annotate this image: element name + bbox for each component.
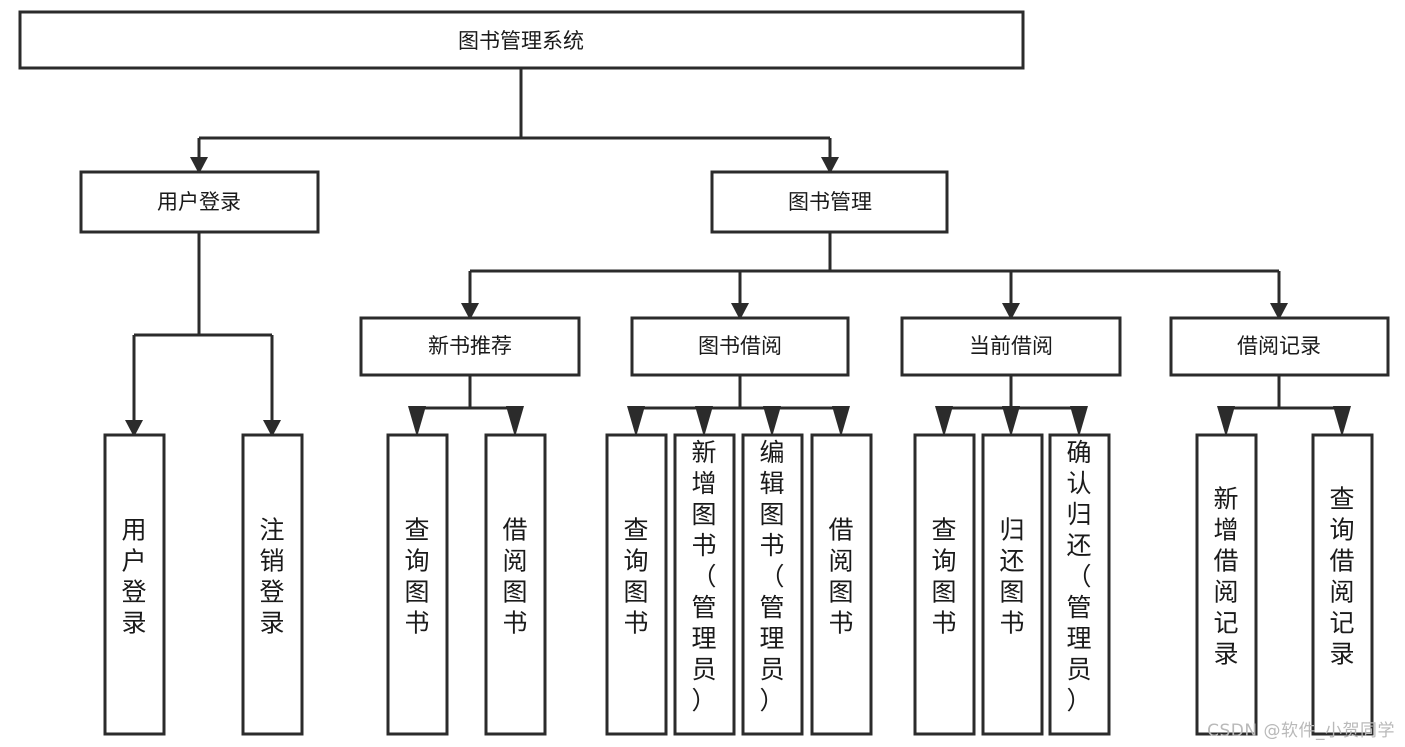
node-leaf-add-record-label: 新增借阅记录: [1213, 485, 1238, 669]
node-current-borrow-label: 当前借阅: [969, 334, 1053, 358]
node-leaf-query-record[interactable]: 查询借阅记录: [1311, 433, 1374, 736]
arrow-borrow-record-to-leaf-query-record: [1333, 406, 1351, 437]
node-user-login-box[interactable]: [79, 170, 320, 234]
node-leaf-query-book-2-label: 查询图书: [623, 516, 648, 638]
arrow-book-borrow-to-leaf-query-book: [627, 406, 645, 437]
node-leaf-logout-box[interactable]: [241, 433, 304, 736]
arrow-user-login-to-leaf-user-login: [125, 420, 143, 437]
node-root-label: 图书管理系统: [458, 29, 584, 53]
node-book-borrow[interactable]: 图书借阅: [630, 316, 850, 377]
node-borrow-record[interactable]: 借阅记录: [1169, 316, 1390, 377]
node-leaf-borrow-book-2-label: 借阅图书: [828, 516, 853, 638]
arrow-book-borrow-to-leaf-add-book: [695, 406, 713, 437]
node-leaf-edit-book-label: 编辑图书（管理员）: [759, 438, 784, 715]
node-leaf-confirm-return-box[interactable]: [1048, 433, 1111, 736]
node-book-mgmt-box[interactable]: [710, 170, 949, 234]
node-leaf-logout[interactable]: 注销登录: [241, 433, 304, 736]
node-leaf-add-record[interactable]: 新增借阅记录: [1195, 433, 1258, 736]
arrow-book-mgmt-to-current-borrow: [1002, 303, 1020, 320]
node-leaf-add-book-box[interactable]: [673, 433, 736, 736]
node-current-borrow[interactable]: 当前借阅: [900, 316, 1122, 377]
node-leaf-query-book-1-label: 查询图书: [404, 516, 429, 638]
node-borrow-record-label: 借阅记录: [1237, 334, 1321, 358]
node-book-mgmt[interactable]: 图书管理: [710, 170, 949, 234]
node-borrow-record-box[interactable]: [1169, 316, 1390, 377]
node-new-book-rec-box[interactable]: [359, 316, 581, 377]
node-leaf-borrow-book-2[interactable]: 借阅图书: [810, 433, 873, 736]
connector-root-bus: [197, 68, 832, 159]
arrow-root-to-book-mgmt: [821, 157, 839, 174]
arrow-current-borrow-to-leaf-query-book: [935, 406, 953, 437]
arrow-new-book-rec-to-leaf-borrow-book: [506, 406, 524, 437]
csdn-watermark: CSDN @软件_小贺同学: [1207, 721, 1395, 741]
node-leaf-edit-book-box[interactable]: [741, 433, 804, 736]
arrow-current-borrow-to-leaf-confirm-return: [1070, 406, 1088, 437]
node-leaf-return-book[interactable]: 归还图书: [981, 433, 1044, 736]
connector-book-mgmt-bus: [468, 232, 1281, 305]
node-new-book-rec-label: 新书推荐: [428, 334, 512, 358]
node-root[interactable]: 图书管理系统: [18, 10, 1025, 70]
node-leaf-borrow-book-1-label: 借阅图书: [502, 516, 527, 638]
node-leaf-borrow-book-1-box[interactable]: [484, 433, 547, 736]
node-root-box[interactable]: [18, 10, 1025, 70]
node-leaf-query-book-1-box[interactable]: [386, 433, 449, 736]
arrow-borrow-record-to-leaf-add-record: [1217, 406, 1235, 437]
node-leaf-query-record-label: 查询借阅记录: [1329, 485, 1354, 669]
connector-layer: [125, 68, 1351, 437]
node-leaf-confirm-return[interactable]: 确认归还（管理员）: [1048, 433, 1111, 736]
node-leaf-confirm-return-label: 确认归还（管理员）: [1066, 438, 1091, 715]
arrow-book-mgmt-to-borrow-record: [1270, 303, 1288, 320]
arrow-root-to-user-login: [190, 157, 208, 174]
node-layer: 图书管理系统 用户登录 图书管理 新书推荐 图书借阅: [18, 10, 1390, 736]
connector-user-login-bus: [132, 232, 274, 422]
arrow-book-borrow-to-leaf-borrow-book: [832, 406, 850, 437]
node-leaf-user-login-box[interactable]: [103, 433, 166, 736]
node-leaf-add-book-label: 新增图书（管理员）: [691, 438, 716, 715]
node-leaf-query-book-2-box[interactable]: [605, 433, 668, 736]
node-leaf-borrow-book-1[interactable]: 借阅图书: [484, 433, 547, 736]
arrow-new-book-rec-to-leaf-query-book: [408, 406, 426, 437]
node-leaf-query-record-box[interactable]: [1311, 433, 1374, 736]
node-book-borrow-label: 图书借阅: [698, 334, 782, 358]
node-leaf-query-book-2[interactable]: 查询图书: [605, 433, 668, 736]
node-leaf-query-book-3-box[interactable]: [913, 433, 976, 736]
node-user-login-label: 用户登录: [157, 190, 241, 214]
node-new-book-rec[interactable]: 新书推荐: [359, 316, 581, 377]
node-leaf-query-book-3[interactable]: 查询图书: [913, 433, 976, 736]
connector-new-book-rec-bus: [415, 375, 517, 422]
node-leaf-user-login[interactable]: 用户登录: [103, 433, 166, 736]
node-current-borrow-box[interactable]: [900, 316, 1122, 377]
node-leaf-query-book-1[interactable]: 查询图书: [386, 433, 449, 736]
connector-book-borrow-bus: [634, 375, 843, 422]
arrow-book-borrow-to-leaf-edit-book: [763, 406, 781, 437]
node-leaf-add-book[interactable]: 新增图书（管理员）: [673, 433, 736, 736]
node-book-borrow-box[interactable]: [630, 316, 850, 377]
node-leaf-logout-label: 注销登录: [259, 516, 284, 638]
node-leaf-borrow-book-2-box[interactable]: [810, 433, 873, 736]
connector-borrow-record-bus: [1224, 375, 1344, 422]
node-leaf-return-book-label: 归还图书: [999, 516, 1024, 638]
node-leaf-query-book-3-label: 查询图书: [931, 516, 956, 638]
node-leaf-user-login-label: 用户登录: [121, 516, 146, 638]
arrow-user-login-to-leaf-logout: [263, 420, 281, 437]
node-book-mgmt-label: 图书管理: [788, 190, 872, 214]
node-user-login[interactable]: 用户登录: [79, 170, 320, 234]
node-leaf-return-book-box[interactable]: [981, 433, 1044, 736]
arrow-book-mgmt-to-book-borrow: [731, 303, 749, 320]
arrow-book-mgmt-to-new-book-rec: [461, 303, 479, 320]
node-leaf-add-record-box[interactable]: [1195, 433, 1258, 736]
arrow-current-borrow-to-leaf-return-book: [1002, 406, 1020, 437]
node-leaf-edit-book[interactable]: 编辑图书（管理员）: [741, 433, 804, 736]
